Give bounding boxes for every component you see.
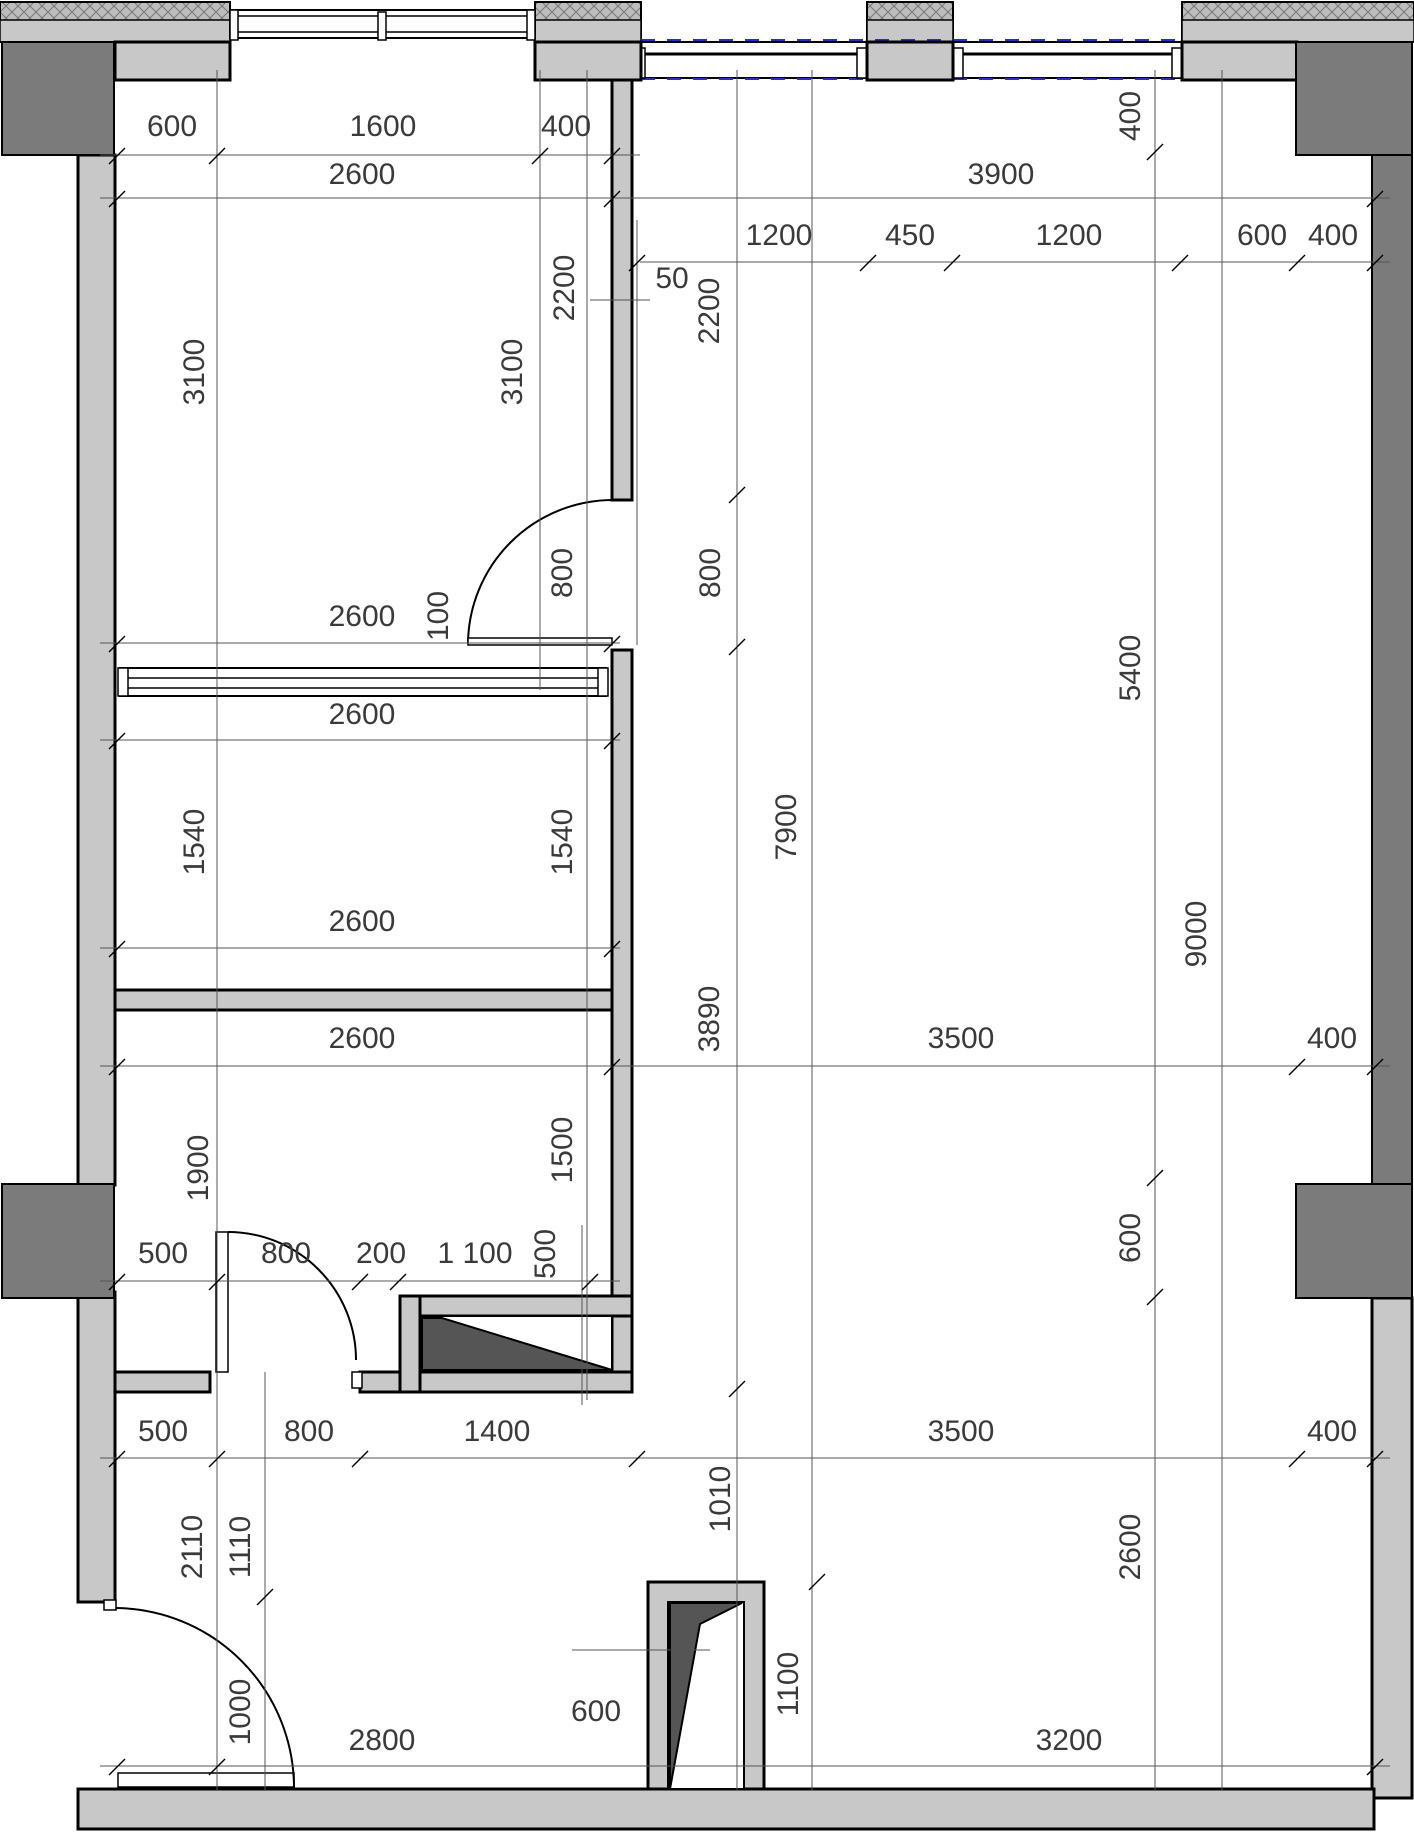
dim-label: 1540 [178, 809, 211, 876]
dim-label: 2600 [329, 698, 396, 731]
structural-column [1295, 41, 1413, 156]
entrance-door-swing [114, 1607, 295, 1789]
dim-label: 500 [138, 1237, 188, 1270]
dim-label: 1110 [224, 1516, 257, 1578]
partitions [117, 667, 609, 1788]
dim-label: 400 [1307, 1415, 1357, 1448]
dim-label: 2110 [176, 1515, 209, 1580]
dim-label: 2600 [329, 158, 396, 191]
dim-label: 600 [1114, 1213, 1147, 1263]
structural-column [1, 1183, 115, 1299]
dim-label: 1540 [546, 809, 579, 876]
window [640, 41, 868, 79]
dim-label: 2200 [693, 278, 726, 345]
dim-label: 1010 [704, 1466, 737, 1533]
dim-label: 3200 [1036, 1724, 1103, 1757]
door-swing [227, 1231, 357, 1361]
dim-label: 2800 [349, 1724, 416, 1757]
dim-label: 500 [138, 1415, 188, 1448]
dim-label: 1000 [224, 1679, 257, 1746]
dim-label: 400 [1307, 1022, 1357, 1055]
dim-label: 1900 [182, 1135, 215, 1202]
dimension-labels: 600 1600 400 2600 3900 400 1200 450 1200… [138, 91, 1358, 1757]
dim-label: 9000 [1180, 901, 1213, 968]
dim-label: 200 [356, 1237, 406, 1270]
dimension-ticks [108, 143, 1384, 1776]
structural-column [1, 41, 115, 156]
dim-label: 800 [546, 548, 579, 598]
dim-label: 3890 [693, 986, 726, 1053]
dim-label: 1200 [1036, 219, 1103, 252]
dim-label: 5400 [1114, 635, 1147, 702]
dim-label: 3900 [968, 158, 1035, 191]
window [952, 41, 1183, 79]
dim-label: 600 [571, 1695, 621, 1728]
dim-label: 450 [885, 219, 935, 252]
facade-windows [0, 1, 1414, 80]
sliding-partition [119, 667, 607, 697]
dim-label: 1200 [746, 219, 813, 252]
dim-label: 1400 [464, 1415, 531, 1448]
dim-label: 7900 [770, 794, 803, 861]
structural-column [1295, 1183, 1413, 1299]
dim-label: 400 [1114, 91, 1147, 141]
dim-label: 50 [655, 262, 688, 295]
shaft [421, 1317, 613, 1371]
dim-label: 500 [529, 1229, 562, 1279]
dim-label: 800 [261, 1237, 311, 1270]
dim-label: 3100 [178, 339, 211, 406]
dim-label: 400 [1308, 219, 1358, 252]
door-swing [467, 499, 613, 644]
dim-label: 600 [1237, 219, 1287, 252]
dim-label: 400 [541, 110, 591, 143]
dim-label: 2600 [329, 1022, 396, 1055]
dim-label: 2200 [548, 255, 581, 322]
dim-label: 100 [422, 591, 455, 641]
dim-label: 1 100 [437, 1237, 512, 1270]
dim-label: 2600 [329, 905, 396, 938]
dim-label: 800 [284, 1415, 334, 1448]
dim-label: 2600 [1114, 1514, 1147, 1581]
dim-label: 3100 [496, 339, 529, 406]
dim-label: 800 [694, 548, 727, 598]
walls [1, 40, 1414, 1831]
dimension-lines [100, 70, 1390, 1790]
dim-label: 1100 [772, 1652, 805, 1717]
dim-label: 2600 [329, 600, 396, 633]
dim-label: 3500 [928, 1022, 995, 1055]
dim-label: 1600 [350, 110, 417, 143]
dim-label: 1500 [546, 1117, 579, 1184]
dim-label: 3500 [928, 1415, 995, 1448]
dim-label: 600 [147, 110, 197, 143]
